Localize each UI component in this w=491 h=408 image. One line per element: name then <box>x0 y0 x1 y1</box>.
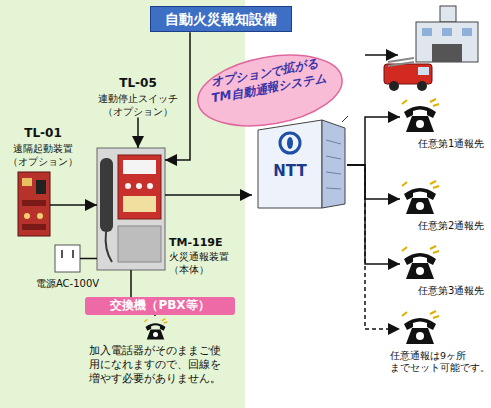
node-text: 火災通報装置 （本体） <box>169 250 243 276</box>
ntt-office: NTT <box>252 112 347 210</box>
connector <box>80 258 97 260</box>
node-text: 遠隔起動装置 （オプション） <box>5 142 81 168</box>
power-outlet <box>55 245 80 272</box>
node-text: 連動停止スイッチ （オプション） <box>94 92 182 118</box>
remote-starter: TL-01遠隔起動装置 （オプション） <box>18 172 50 236</box>
label-group: TL-01遠隔起動装置 （オプション） <box>5 126 81 168</box>
connector <box>347 117 400 165</box>
power-supply: 電源AC-100V <box>55 245 80 272</box>
destination-phone: 任意第1通報先 <box>400 98 440 136</box>
switch-label: TL-05連動停止スイッチ （オプション） <box>94 76 182 118</box>
alarm-box: 自動火災報知設備 <box>150 6 292 32</box>
destination-phone: 任意第2通報先 <box>400 180 440 218</box>
phone-icon <box>402 246 439 279</box>
label-group: TM-119E火災通報装置 （本体） <box>169 236 243 276</box>
destination-phone: 任意第3通報先 <box>400 245 440 283</box>
node-text: TM-119E <box>169 236 243 250</box>
node-text: TL-01 <box>5 126 81 142</box>
node-text: 任意第2通報先 <box>418 219 490 232</box>
label-group: 任意第1通報先 <box>418 137 490 150</box>
connector <box>347 165 400 329</box>
main-unit: TM-119E火災通報装置 （本体） <box>97 148 165 270</box>
fire-station <box>416 6 478 62</box>
node-text: 交換機（PBX等） <box>85 298 235 314</box>
label-group: 任意通報は9ヶ所 までセット可能です。 <box>390 350 487 375</box>
phone-icon <box>402 99 439 132</box>
node-text: 自動火災報知設備 <box>165 10 277 28</box>
green-ground <box>0 0 245 408</box>
callout-shape <box>192 45 347 136</box>
phone-icon <box>402 181 439 214</box>
connector <box>130 270 132 297</box>
connector <box>347 165 400 264</box>
subscriber-phone: 加入電話器がそのままご使用になれますので、回線を増やす必要がありません。 <box>89 316 221 386</box>
phone-icon <box>402 311 439 344</box>
node-text: 加入電話器がそのままご使用になれますので、回線を増やす必要がありません。 <box>89 343 221 386</box>
connector <box>50 204 97 206</box>
fire-dept-arrow <box>365 54 398 56</box>
option-callout: オプションで拡がる TM自動通報システム <box>191 44 349 138</box>
node-text: 任意通報は9ヶ所 までセット可能です。 <box>390 350 487 375</box>
node-text: TL-05 <box>94 76 182 92</box>
optional-phone: 任意通報は9ヶ所 までセット可能です。 <box>400 310 440 348</box>
fire-report-unit <box>97 148 165 270</box>
connector <box>137 118 139 148</box>
connector <box>165 194 252 196</box>
phone-icon <box>144 319 167 340</box>
node-text: 任意第3通報先 <box>418 284 490 297</box>
ntt-building <box>248 112 348 208</box>
label-group: 任意第2通報先 <box>418 219 490 232</box>
connector <box>347 165 400 199</box>
connector <box>154 315 156 316</box>
fire-truck <box>384 58 432 91</box>
node-text: NTT <box>260 162 320 182</box>
pbx-band: 交換機（PBX等） <box>85 297 235 315</box>
label-group: 任意第3通報先 <box>418 284 490 297</box>
remote-starter-device <box>18 172 50 236</box>
label-group: 電源AC-100V <box>30 277 105 290</box>
node-text: 任意第1通報先 <box>418 137 490 150</box>
label-group: NTT <box>260 162 320 182</box>
node-text: 電源AC-100V <box>30 277 105 290</box>
